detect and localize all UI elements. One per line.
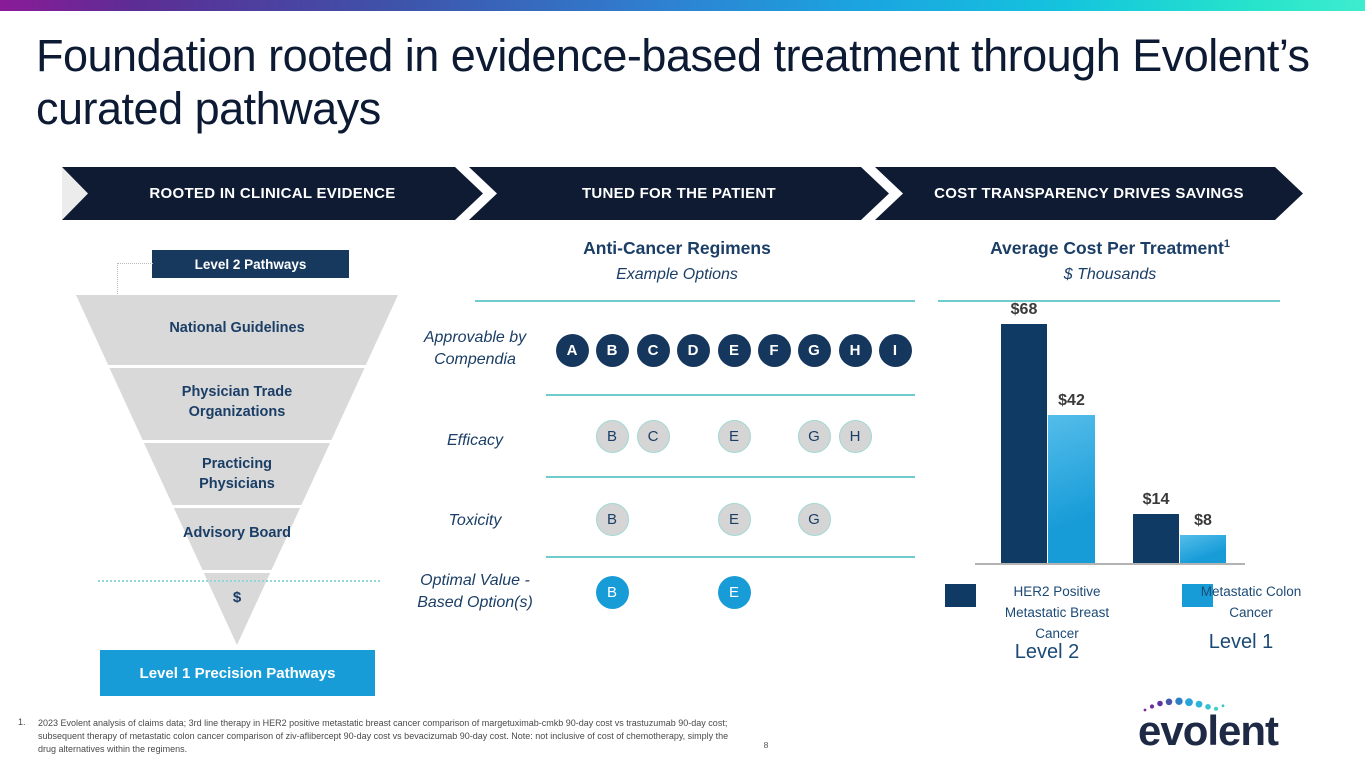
bar bbox=[1001, 324, 1047, 563]
footnote-text: 2023 Evolent analysis of claims data; 3r… bbox=[38, 718, 729, 755]
regimen-e-circle: E bbox=[717, 502, 751, 536]
regimen-h-circle: H bbox=[838, 333, 872, 367]
divider-line bbox=[546, 476, 915, 478]
page-number: 8 bbox=[763, 740, 769, 750]
bar-value-label: $14 bbox=[1142, 491, 1170, 508]
category-label-level-2: Level 2 bbox=[1014, 641, 1080, 663]
level-1-precision-pathways-label: Level 1 Precision Pathways bbox=[139, 664, 336, 682]
regimen-e-circle: E bbox=[717, 575, 751, 609]
regimen-c-circle: C bbox=[636, 419, 670, 453]
funnel-label-national-guidelines: National Guidelines bbox=[169, 320, 305, 336]
regimen-b-circle: B bbox=[595, 575, 629, 609]
regimen-g-circle: G bbox=[797, 333, 831, 367]
evolent-logo: evolent bbox=[1138, 690, 1308, 762]
regimen-e-circle: E bbox=[717, 333, 751, 367]
funnel-segment bbox=[109, 368, 365, 440]
regimen-b-circle: B bbox=[595, 419, 629, 453]
chart-title: Average Cost Per Treatment1 bbox=[990, 238, 1230, 258]
funnel-segment bbox=[76, 295, 398, 365]
slide-title: Foundation rooted in evidence-based trea… bbox=[36, 30, 1310, 134]
regimens-title: Anti-Cancer Regimens bbox=[583, 238, 771, 258]
regimen-d-circle: D bbox=[676, 333, 710, 367]
dotted-connector-vertical bbox=[117, 263, 118, 294]
banner-step-cost-transparency: COST TRANSPARENCY DRIVES SAVINGS bbox=[875, 167, 1303, 220]
logo-dots-arc-icon bbox=[1143, 697, 1225, 712]
regimen-h-circle: H bbox=[838, 419, 872, 453]
funnel-label-physician-trade-orgs: Physician Trade Organizations bbox=[181, 384, 293, 420]
legend-swatch-her2 bbox=[945, 584, 976, 607]
banner-step-label: TUNED FOR THE PATIENT bbox=[581, 185, 777, 202]
funnel-label-dollar: $ bbox=[232, 589, 242, 606]
level-2-pathways-label: Level 2 Pathways bbox=[194, 256, 307, 272]
bar-value-label: $8 bbox=[1194, 512, 1212, 529]
regimen-c-circle: C bbox=[636, 333, 670, 367]
footnote-marker: 1. bbox=[18, 717, 26, 727]
bar bbox=[1133, 514, 1179, 563]
regimen-a-circle: A bbox=[555, 333, 589, 367]
row-label-approvable-by-compendia: Approvable by Compendia bbox=[423, 329, 527, 368]
divider-line bbox=[938, 300, 1280, 302]
regimen-g-circle: G bbox=[797, 502, 831, 536]
banner-step-tuned-for-patient: TUNED FOR THE PATIENT bbox=[469, 167, 889, 220]
regimen-b-circle: B bbox=[595, 502, 629, 536]
regimen-b-circle: B bbox=[595, 333, 629, 367]
divider-line bbox=[475, 300, 915, 302]
logo-wordmark: evolent bbox=[1138, 707, 1279, 754]
regimens-subtitle: Example Options bbox=[616, 266, 738, 283]
bar-value-label: $68 bbox=[1010, 301, 1038, 318]
row-label-efficacy: Efficacy bbox=[446, 432, 503, 449]
legend-label-her2: HER2 Positive Metastatic Breast Cancer bbox=[1004, 584, 1110, 641]
row-label-toxicity: Toxicity bbox=[448, 512, 502, 529]
footnote-reference: 1 bbox=[1223, 238, 1230, 251]
chart-header: Average Cost Per Treatment1 $ Thousands bbox=[940, 238, 1280, 284]
bar-chart-plot: $68 $42 $14 $8 bbox=[935, 300, 1280, 570]
regimens-header: Anti-Cancer Regimens Example Options bbox=[477, 238, 877, 284]
regimen-f-circle: F bbox=[757, 333, 791, 367]
banner-step-label: COST TRANSPARENCY DRIVES SAVINGS bbox=[934, 185, 1244, 202]
funnel-segment bbox=[203, 573, 271, 645]
divider-line bbox=[546, 394, 915, 396]
legend-swatch-colon bbox=[1182, 584, 1213, 607]
bar bbox=[1048, 415, 1095, 563]
gradient-accent-bar bbox=[0, 0, 1365, 11]
evidence-funnel: National Guidelines Physician Trade Orga… bbox=[76, 295, 398, 645]
banner-step-label: ROOTED IN CLINICAL EVIDENCE bbox=[149, 185, 396, 202]
funnel-label-advisory-board: Advisory Board bbox=[183, 525, 291, 541]
legend-label-colon: Metastatic Colon Cancer bbox=[1200, 584, 1302, 620]
banner-step-clinical-evidence: ROOTED IN CLINICAL EVIDENCE bbox=[62, 167, 483, 220]
bar-value-label: $42 bbox=[1058, 392, 1085, 409]
category-label-level-1: Level 1 bbox=[1208, 631, 1274, 653]
funnel-segment bbox=[143, 443, 331, 505]
funnel-label-practicing-physicians: Practicing Physicians bbox=[199, 456, 275, 492]
regimen-g-circle: G bbox=[797, 419, 831, 453]
chart-subtitle: $ Thousands bbox=[1063, 266, 1157, 283]
regimen-i-circle: I bbox=[878, 333, 912, 367]
regimen-e-circle: E bbox=[717, 419, 751, 453]
x-axis-line bbox=[975, 563, 1245, 565]
cost-threshold-dotted-line bbox=[98, 580, 380, 582]
divider-line bbox=[546, 556, 915, 558]
level-2-pathways-box: Level 2 Pathways bbox=[152, 250, 349, 278]
level-1-precision-pathways-box: Level 1 Precision Pathways bbox=[100, 650, 375, 696]
row-label-optimal-value: Optimal Value - Based Option(s) bbox=[417, 572, 533, 611]
dotted-connector-horizontal bbox=[117, 263, 153, 264]
bar bbox=[1180, 535, 1226, 563]
